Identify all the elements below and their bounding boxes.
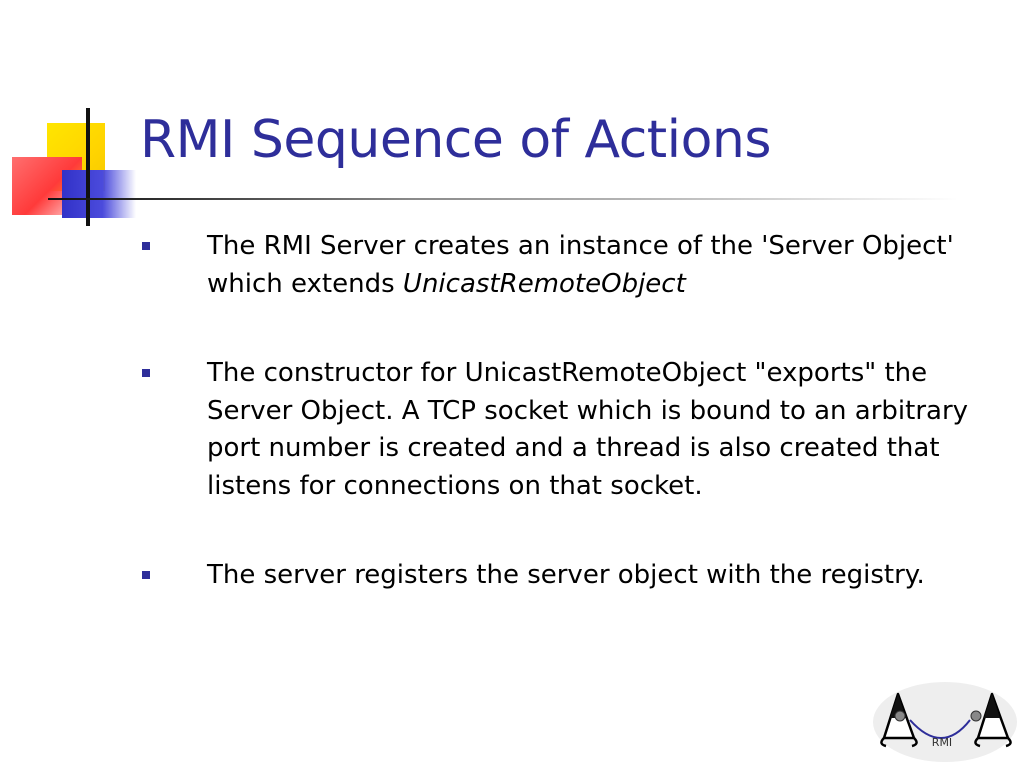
bullet-item-1: The RMI Server creates an instance of th… — [140, 228, 990, 303]
title-underline-rule — [48, 198, 958, 200]
decorative-blue-square — [62, 170, 136, 218]
logo-label: RMI — [932, 736, 952, 749]
square-bullet-icon — [142, 571, 150, 579]
duke-right-icon — [970, 692, 1012, 748]
duke-left-icon — [880, 692, 918, 748]
rmi-duke-logo: RMI — [873, 682, 1017, 762]
bullet-item-2: The constructor for UnicastRemoteObject … — [140, 355, 990, 505]
logo-background-ellipse — [873, 682, 1017, 762]
bullet-text-1: The RMI Server creates an instance of th… — [207, 231, 954, 299]
bullet-text-3: The server registers the server object w… — [207, 560, 925, 590]
bullet-item-3: The server registers the server object w… — [140, 557, 990, 595]
square-bullet-icon — [142, 369, 150, 377]
connection-arc — [909, 719, 971, 739]
bullet-text-2: The constructor for UnicastRemoteObject … — [207, 358, 969, 501]
square-bullet-icon — [142, 242, 150, 250]
bullet-list: The RMI Server creates an instance of th… — [140, 228, 990, 595]
decorative-vertical-line — [86, 108, 90, 226]
slide-title: RMI Sequence of Actions — [140, 110, 771, 170]
bullet-italic-text-1: UnicastRemoteObject — [402, 268, 686, 299]
